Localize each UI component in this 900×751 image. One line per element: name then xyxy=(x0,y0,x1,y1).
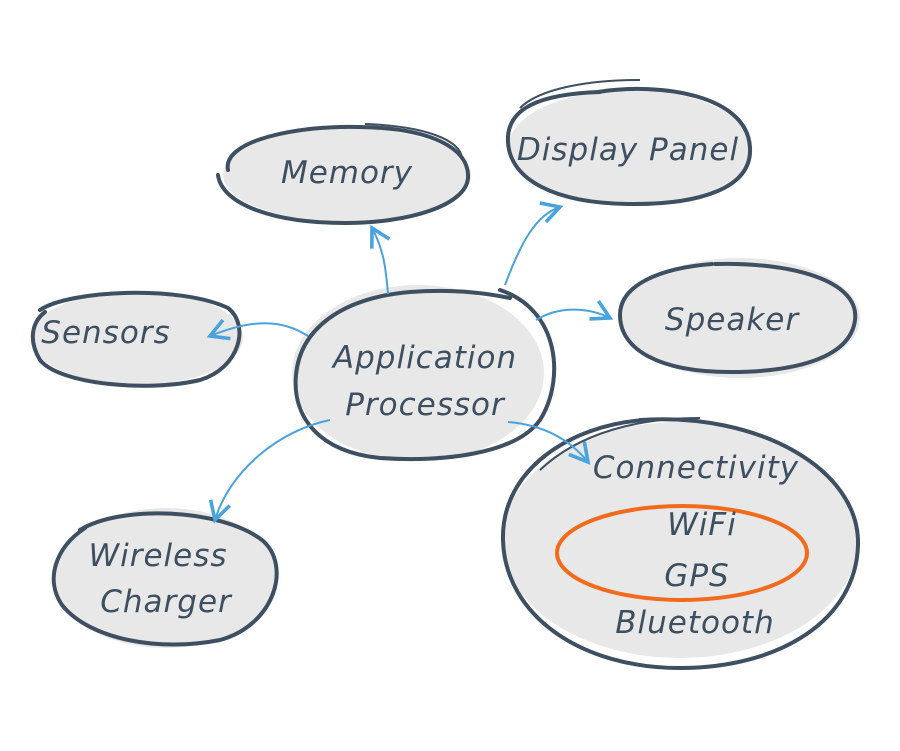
application-processor-label-line2: Processor xyxy=(345,387,506,423)
arrow-to-wireless-charger xyxy=(208,419,331,524)
application-processor-node[interactable]: Application Processor xyxy=(292,285,557,461)
wireless-charger-node[interactable]: Wireless Charger xyxy=(51,508,279,648)
highlight-ring xyxy=(555,504,809,602)
speaker-node[interactable]: Speaker xyxy=(617,258,860,378)
memory-label: Memory xyxy=(281,155,413,191)
gps-label: GPS xyxy=(664,558,729,594)
speaker-label: Speaker xyxy=(665,302,800,338)
display-panel-label: Display Panel xyxy=(517,132,739,168)
application-processor-label-line1: Application xyxy=(331,340,517,376)
wireless-charger-label-line2: Charger xyxy=(100,584,233,620)
arrow-to-speaker xyxy=(535,299,614,321)
arrow-to-memory xyxy=(370,224,391,295)
display-panel-node[interactable]: Display Panel xyxy=(505,79,753,207)
wifi-label: WiFi xyxy=(667,507,737,543)
arrow-to-display-panel xyxy=(504,201,564,286)
connectivity-label: Connectivity xyxy=(593,450,799,486)
wireless-charger-label-line1: Wireless xyxy=(88,538,227,574)
sensors-node[interactable]: Sensors xyxy=(30,290,243,388)
arrow-to-connectivity xyxy=(507,421,591,465)
arrow-to-sensors xyxy=(206,318,309,341)
memory-node[interactable]: Memory xyxy=(216,123,471,226)
sensors-label: Sensors xyxy=(41,315,170,351)
bluetooth-label: Bluetooth xyxy=(615,605,775,641)
connectivity-node[interactable]: Connectivity WiFi GPS Bluetooth xyxy=(500,417,861,671)
